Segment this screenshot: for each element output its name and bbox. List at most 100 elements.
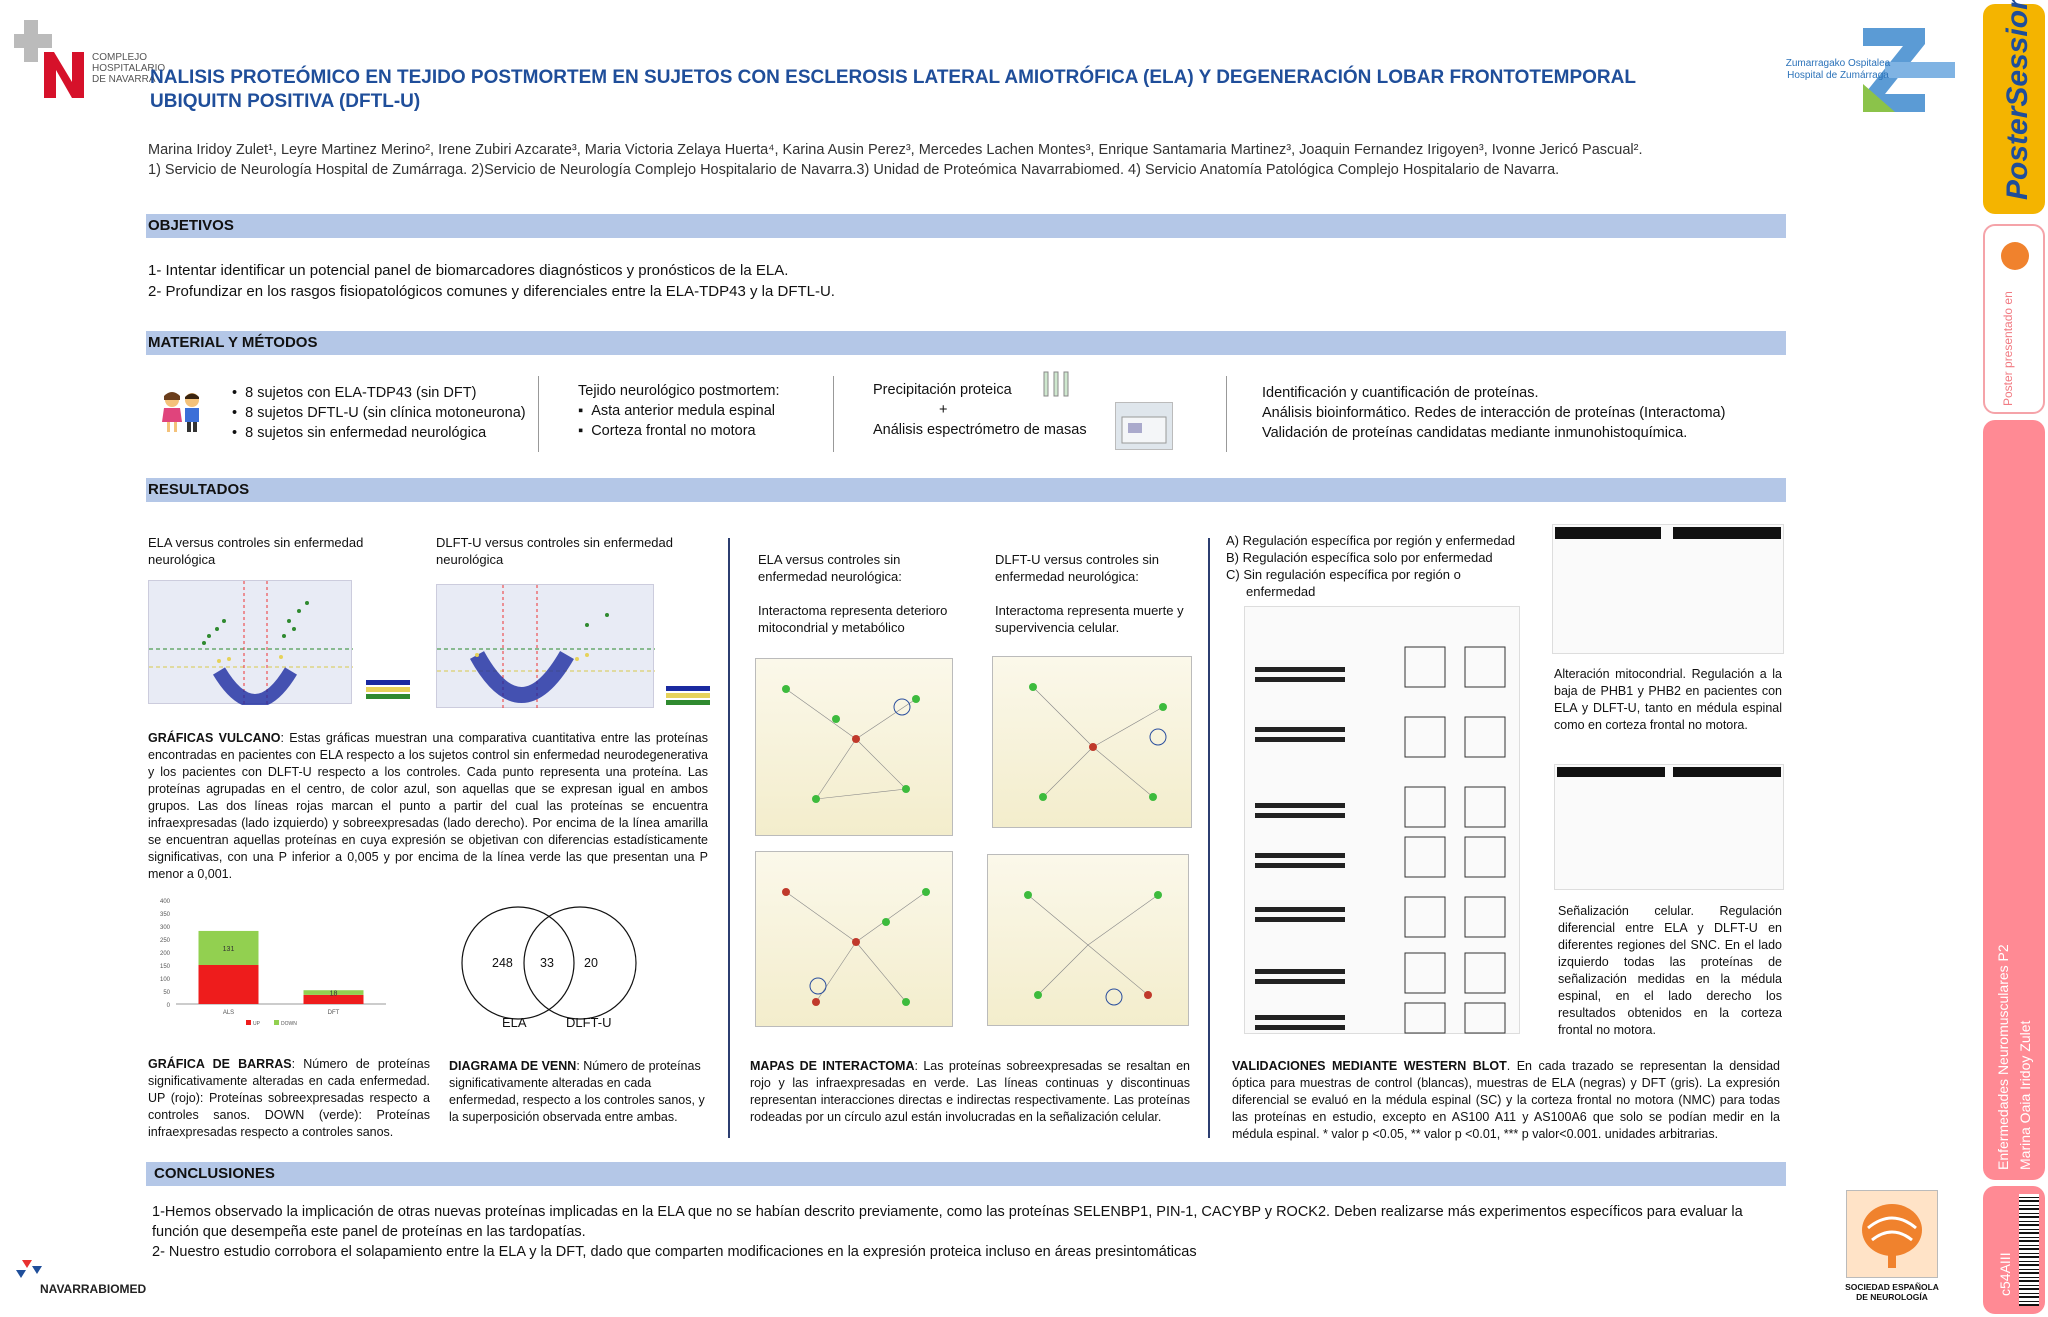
conclusion-item: 1-Hemos observado la implicación de otra… — [152, 1204, 1743, 1240]
y-tick-label: 400 — [160, 899, 171, 905]
volcano-ela-label: ELA versus controles sin enfermedad neur… — [148, 535, 364, 567]
hospital-logo — [14, 20, 154, 98]
precip-block: Precipitación proteica + Análisis espect… — [873, 380, 1103, 440]
wb-description: VALIDACIONES MEDIANTE WESTERN BLOT. En c… — [1232, 1058, 1780, 1143]
subject-item: • 8 sujetos sin enfermedad neurológica — [232, 425, 487, 441]
navarrabiomed-text: NAVARRABIOMED — [40, 1282, 147, 1296]
bracket — [1226, 376, 1227, 452]
data-label: 131 — [223, 946, 235, 953]
precip-line1: Precipitación proteica — [873, 382, 1012, 398]
western-blot-panel — [1244, 606, 1520, 1034]
objetivos-list: 1- Intentar identificar un potencial pan… — [148, 260, 1748, 302]
net-ela-desc: Interactoma representa deterioro mitocon… — [758, 603, 948, 635]
venn-description: DIAGRAMA DE VENN: Número de proteínas si… — [449, 1058, 709, 1126]
category-badge: Enfermedades Neuromusculares P2 Marina O… — [1983, 420, 2045, 1180]
conclusiones-list: 1-Hemos observado la implicación de otra… — [152, 1202, 1772, 1262]
precip-line2: Análisis espectrómetro de masas — [873, 422, 1087, 438]
precip-plus: + — [939, 402, 948, 418]
venn-left-label: ELA — [502, 1015, 527, 1030]
wb-list-item: A) Regulación específica por región y en… — [1226, 533, 1516, 548]
bar-description-body: : Número de proteínas significativamente… — [148, 1057, 430, 1139]
interactome-map-ela-nmc — [755, 851, 953, 1027]
subject-item: • 8 sujetos con ELA-TDP43 (sin DFT) — [232, 385, 477, 401]
y-tick-label: 100 — [160, 977, 171, 983]
column-divider — [728, 538, 730, 1138]
wb-mito-figure — [1552, 524, 1784, 654]
presentado-text: Poster presentado en — [2001, 291, 2015, 406]
volcano-description: GRÁFICAS VULCANO: Estas gráficas muestra… — [148, 730, 708, 883]
objetivo-item: 1- Intentar identificar un potencial pan… — [148, 262, 789, 279]
y-tick-label: 200 — [160, 951, 171, 957]
tissue-block: Tejido neurológico postmortem: ▪ Asta an… — [578, 381, 838, 441]
y-tick-label: 250 — [160, 938, 171, 944]
x-tick-label: ALS — [223, 1010, 234, 1016]
poster-session-badge: PosterSessionOnline — [1983, 0, 2045, 214]
venn-description-body: : Número de proteínas significativamente… — [449, 1059, 705, 1124]
column-divider — [1208, 538, 1210, 1138]
net-dftl-label: DLFT-U versus controles sin enfermedad n… — [995, 551, 1195, 636]
bar-up — [198, 965, 259, 1004]
mito-description: Alteración mitocondrial. Regulación a la… — [1554, 667, 1782, 732]
spectrometer-photo — [1115, 402, 1173, 450]
bar-up — [303, 994, 364, 1004]
bar-description-title: GRÁFICA DE BARRAS — [148, 1057, 292, 1071]
volcano-dftl-label: DLFT-U versus controles sin enfermedad n… — [436, 535, 673, 567]
y-tick-label: 150 — [160, 964, 171, 970]
interactome-description-title: MAPAS DE INTERACTOMA — [750, 1059, 915, 1073]
net-ela-title: ELA versus controles sin enfermedad neur… — [758, 552, 902, 584]
bar-down — [198, 930, 259, 965]
authors: Marina Iridoy Zulet¹, Leyre Martinez Mer… — [148, 140, 1768, 180]
net-dftl-title: DLFT-U versus controles sin enfermedad n… — [995, 552, 1159, 584]
venn-right-label: DLFT-U — [566, 1015, 612, 1030]
conclusion-item: 2- Nuestro estudio corrobora el solapami… — [152, 1244, 1197, 1260]
bar-down — [303, 990, 364, 995]
interactome-map-ela-sc — [755, 658, 953, 836]
venn-overlap-count: 33 — [540, 956, 554, 970]
affiliations: 1) Servicio de Neurología Hospital de Zu… — [148, 162, 1560, 178]
volcano-plot-dftl — [436, 584, 655, 709]
tissue-item: ▪ Asta anterior medula espinal — [578, 403, 775, 419]
barcode — [2019, 1194, 2039, 1306]
tissue-title: Tejido neurológico postmortem: — [578, 383, 780, 399]
navarrabiomed-logo: NAVARRABIOMED — [12, 1258, 180, 1302]
analysis-item: Identificación y cuantificación de prote… — [1262, 385, 1539, 401]
y-tick-label: 0 — [167, 1003, 171, 1009]
volcano-legend — [666, 686, 710, 708]
sen-text-2: DE NEUROLOGÍA — [1856, 1292, 1928, 1302]
category-text: Enfermedades Neuromusculares P2 — [1995, 944, 2011, 1170]
analysis-block: Identificación y cuantificación de prote… — [1262, 383, 1782, 443]
poster-session-text: PosterSessionOnline — [2001, 0, 2034, 200]
legend-label: DOWN — [281, 1021, 297, 1027]
zumarraga-logo-text: Zumarragako Ospitalea Hospital de Zumárr… — [1785, 58, 1891, 81]
y-tick-label: 350 — [160, 912, 171, 918]
venn-description-title: DIAGRAMA DE VENN — [449, 1059, 577, 1073]
legend-label: UP — [253, 1021, 261, 1027]
wb-description-body: . En cada trazado se representan la dens… — [1232, 1059, 1780, 1141]
objetivo-item: 2- Profundizar en los rasgos fisiopatoló… — [148, 283, 835, 300]
children-icon — [158, 390, 206, 434]
analysis-item: Análisis bioinformático. Redes de intera… — [1262, 405, 1726, 421]
tissue-item: ▪ Corteza frontal no motora — [578, 423, 756, 439]
wb-list-item: B) Regulación específica solo por enferm… — [1226, 550, 1493, 565]
poster-title: NALISIS PROTEÓMICO EN TEJIDO POSTMORTEM … — [150, 67, 1636, 112]
wb-signal-figure — [1554, 764, 1784, 890]
y-tick-label: 300 — [160, 925, 171, 931]
code-text: c54AIII — [1997, 1252, 2013, 1296]
author-list: Marina Iridoy Zulet¹, Leyre Martinez Mer… — [148, 142, 1643, 158]
legend-swatch — [274, 1020, 279, 1025]
tubes-icon — [1040, 370, 1076, 402]
data-label: 18 — [330, 991, 338, 998]
bar-description: GRÁFICA DE BARRAS: Número de proteínas s… — [148, 1056, 430, 1141]
hospital-logo-text: COMPLEJO HOSPITALARIO DE NAVARRA — [92, 52, 166, 85]
volcano-description-body: : Estas gráficas muestran una comparativ… — [148, 731, 708, 881]
interactome-map-dftl-nmc — [987, 854, 1189, 1026]
code-badge: c54AIII — [1983, 1186, 2045, 1314]
venn-diagram: 248 33 20 — [456, 905, 642, 1029]
volcano-legend — [366, 680, 410, 702]
section-conclusiones: CONCLUSIONES — [146, 1162, 1786, 1186]
wb-description-title: VALIDACIONES MEDIANTE WESTERN BLOT — [1232, 1059, 1507, 1073]
net-dftl-desc: Interactoma representa muerte y superviv… — [995, 603, 1184, 635]
presentado-badge: Poster presentado en — [1983, 224, 2045, 414]
zumarraga-logo — [1775, 24, 1955, 116]
